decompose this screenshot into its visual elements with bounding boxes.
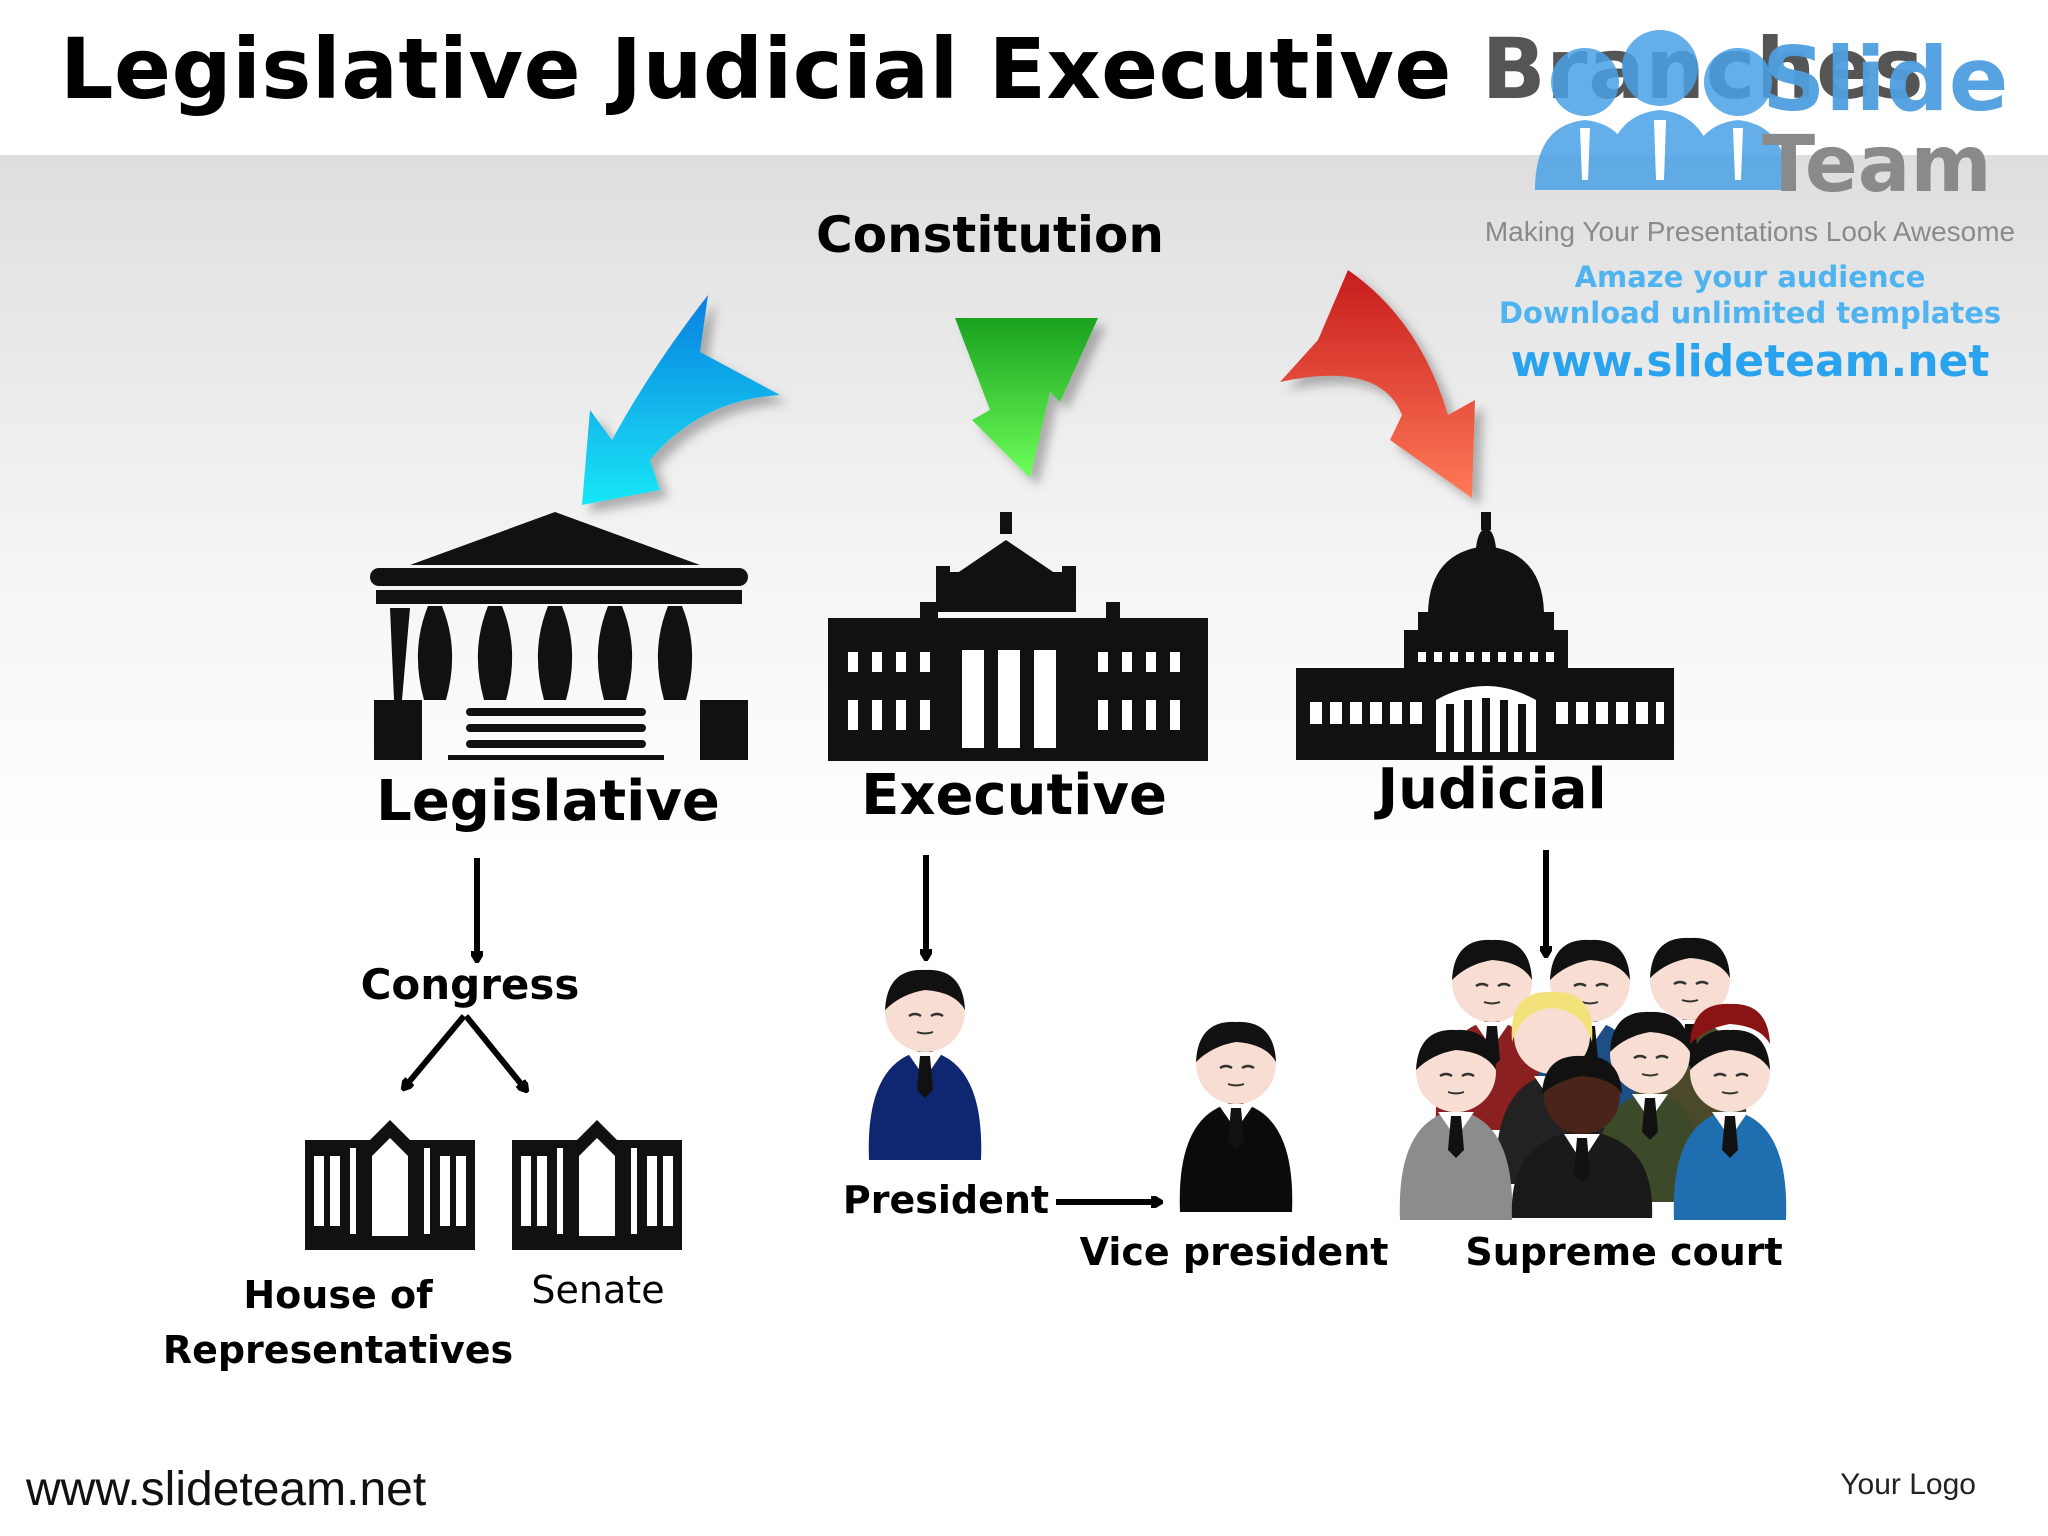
watermark-tagline: Making Your Presentations Look Awesome bbox=[1484, 216, 2016, 247]
congress-label: Congress bbox=[360, 960, 580, 1009]
house-chamber-icon bbox=[305, 1120, 475, 1250]
white-house-icon bbox=[828, 512, 1208, 761]
vice-president-label: Vice president bbox=[1079, 1230, 1389, 1274]
capitol-dome-icon bbox=[1296, 512, 1674, 760]
president-label: President bbox=[842, 1178, 1050, 1222]
supreme-court-label: Supreme court bbox=[1465, 1230, 1783, 1274]
slideteam-watermark: Slide Team Making Your Presentations Loo… bbox=[1470, 20, 2030, 387]
house-label-line1: House of bbox=[243, 1273, 433, 1317]
watermark-brand-top: Slide bbox=[1762, 28, 2009, 131]
arrow-to-legislative bbox=[582, 295, 780, 505]
house-of-representatives-label: House of Representatives bbox=[163, 1268, 513, 1378]
supreme-court-crowd-icon bbox=[1398, 936, 1788, 1222]
constitution-label: Constitution bbox=[816, 206, 1164, 264]
president-person-icon bbox=[867, 968, 983, 1162]
footer-url: www.slideteam.net bbox=[26, 1463, 427, 1516]
senate-label: Senate bbox=[531, 1268, 665, 1312]
your-logo-placeholder: Your Logo bbox=[1840, 1468, 1976, 1501]
page-title: Legislative Judicial Executive Branches bbox=[60, 20, 1924, 118]
team-logo-icon bbox=[1535, 30, 1788, 190]
house-label-line2: Representatives bbox=[162, 1328, 514, 1373]
senate-chamber-icon bbox=[512, 1120, 682, 1250]
watermark-brand-bottom: Team bbox=[1762, 120, 1992, 210]
executive-label: Executive bbox=[861, 763, 1167, 828]
watermark-line2: Download unlimited templates bbox=[1498, 296, 2002, 330]
arrow-to-judicial bbox=[1280, 270, 1475, 498]
title-main: Legislative Judicial Executive bbox=[60, 20, 1452, 118]
arrow-congress-house bbox=[404, 1014, 467, 1088]
arrow-to-executive bbox=[955, 318, 1098, 478]
watermark-line1: Amaze your audience bbox=[1574, 260, 1926, 294]
watermark-url: www.slideteam.net bbox=[1510, 336, 1990, 387]
greek-temple-icon bbox=[370, 512, 748, 760]
legislative-label: Legislative bbox=[376, 769, 720, 834]
vice-president-person-icon bbox=[1178, 1020, 1294, 1214]
judicial-label: Judicial bbox=[1377, 757, 1607, 822]
arrow-congress-senate bbox=[463, 1014, 526, 1090]
